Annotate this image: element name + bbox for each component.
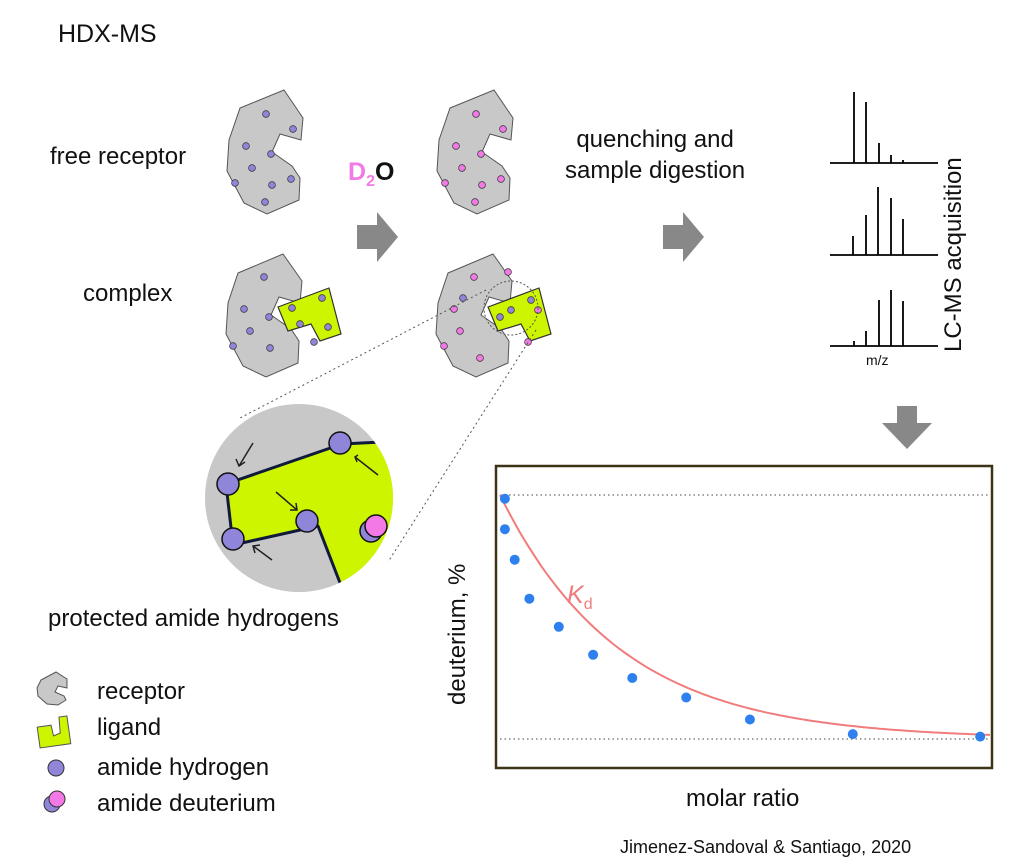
data-point bbox=[627, 673, 638, 683]
legend-receptor-label: receptor bbox=[97, 678, 186, 705]
legend-icons bbox=[36, 671, 72, 813]
citation: Jimenez-Sandoval & Santiago, 2020 bbox=[620, 837, 912, 857]
ligand-icon bbox=[36, 715, 72, 749]
chart-y-axis-label: deuterium, % bbox=[444, 563, 471, 705]
data-point bbox=[553, 621, 564, 632]
process-arrows bbox=[357, 212, 932, 449]
d2o-subscript: 2 bbox=[366, 173, 375, 190]
data-point bbox=[744, 714, 755, 725]
binding-curve-chart bbox=[494, 464, 994, 770]
zoom-circle bbox=[205, 404, 393, 592]
data-point bbox=[499, 493, 510, 504]
page-title: HDX-MS bbox=[58, 20, 157, 48]
data-point bbox=[847, 729, 858, 740]
arrow-right-icon bbox=[663, 212, 704, 262]
receptor-icon bbox=[36, 671, 68, 706]
data-point bbox=[509, 554, 520, 565]
legend-amide-deuterium-label: amide deuterium bbox=[97, 790, 276, 817]
mz-axis-label: m/z bbox=[866, 352, 889, 368]
zoom-guides bbox=[239, 289, 537, 563]
d2o-label: D2O bbox=[348, 160, 394, 190]
arrow-down-icon bbox=[882, 406, 932, 449]
amide-hydrogen-icon bbox=[47, 759, 65, 777]
fit-curve bbox=[499, 494, 991, 736]
free-receptor-label: free receptor bbox=[50, 143, 187, 170]
chart-x-axis-label: molar ratio bbox=[686, 785, 800, 812]
quenching-line1: quenching and bbox=[576, 126, 734, 153]
amide-deuterium-icon bbox=[48, 790, 66, 808]
legend-amide-hydrogen-label: amide hydrogen bbox=[97, 754, 270, 781]
quenching-line2: sample digestion bbox=[565, 157, 746, 185]
free-receptor-shape bbox=[226, 89, 304, 215]
arrow-right-icon bbox=[357, 212, 398, 262]
d2o-o: O bbox=[374, 158, 395, 186]
free-receptor-deuterated-shape bbox=[436, 89, 514, 215]
kd-annotation: Kd bbox=[567, 583, 593, 613]
data-point bbox=[588, 649, 599, 660]
chart-frame bbox=[494, 464, 994, 770]
complex-deuterated-shape bbox=[435, 253, 552, 378]
kd-k: K bbox=[567, 581, 584, 609]
quenching-label: quenching and sample digestion bbox=[565, 124, 745, 186]
kd-subscript: d bbox=[583, 596, 593, 613]
mass-spectra bbox=[830, 92, 938, 347]
protected-hydrogens-caption: protected amide hydrogens bbox=[48, 605, 339, 632]
data-point bbox=[524, 593, 535, 604]
data-point bbox=[975, 731, 986, 742]
lcms-label: LC-MS acquisition bbox=[940, 157, 967, 352]
data-point bbox=[681, 692, 692, 703]
complex-label: complex bbox=[83, 280, 173, 307]
data-point bbox=[499, 524, 510, 535]
legend-ligand-label: ligand bbox=[97, 714, 162, 741]
complex-shape bbox=[225, 253, 342, 378]
d2o-d: D bbox=[348, 158, 367, 186]
